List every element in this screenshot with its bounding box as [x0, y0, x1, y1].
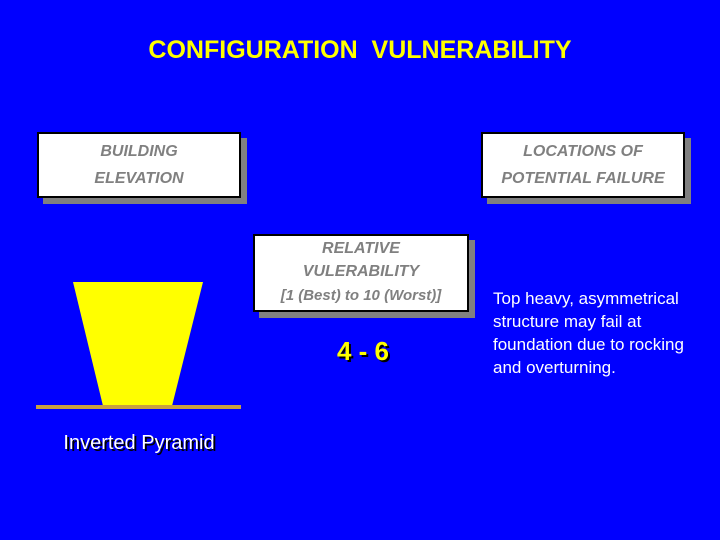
relative-line2: VULERABILITY: [302, 263, 420, 280]
relative-line1: RELATIVE: [322, 240, 400, 257]
ground-line: [36, 405, 241, 409]
building-line2: ELEVATION: [94, 170, 184, 187]
building-line1: BUILDING: [100, 143, 178, 160]
inverted-pyramid-caption: Inverted Pyramid: [63, 432, 215, 454]
relative-vulnerability-box: RELATIVE VULERABILITY [1 (Best) to 10 (W…: [253, 234, 469, 312]
locations-of-failure-box: LOCATIONS OF POTENTIAL FAILURE: [481, 132, 685, 198]
building-elevation-box: BUILDING ELEVATION: [37, 132, 241, 198]
relative-scale: [1 (Best) to 10 (Worst)]: [280, 287, 442, 304]
vulnerability-rating: 4 - 6: [336, 336, 390, 366]
failure-description: Top heavy, asymmetrical structure may fa…: [493, 289, 684, 377]
slide-title: CONFIGURATION VULNERABILITY: [148, 36, 572, 64]
inverted-pyramid-shape: [73, 282, 203, 406]
locations-line2: POTENTIAL FAILURE: [501, 170, 665, 187]
locations-line1: LOCATIONS OF: [523, 143, 643, 160]
